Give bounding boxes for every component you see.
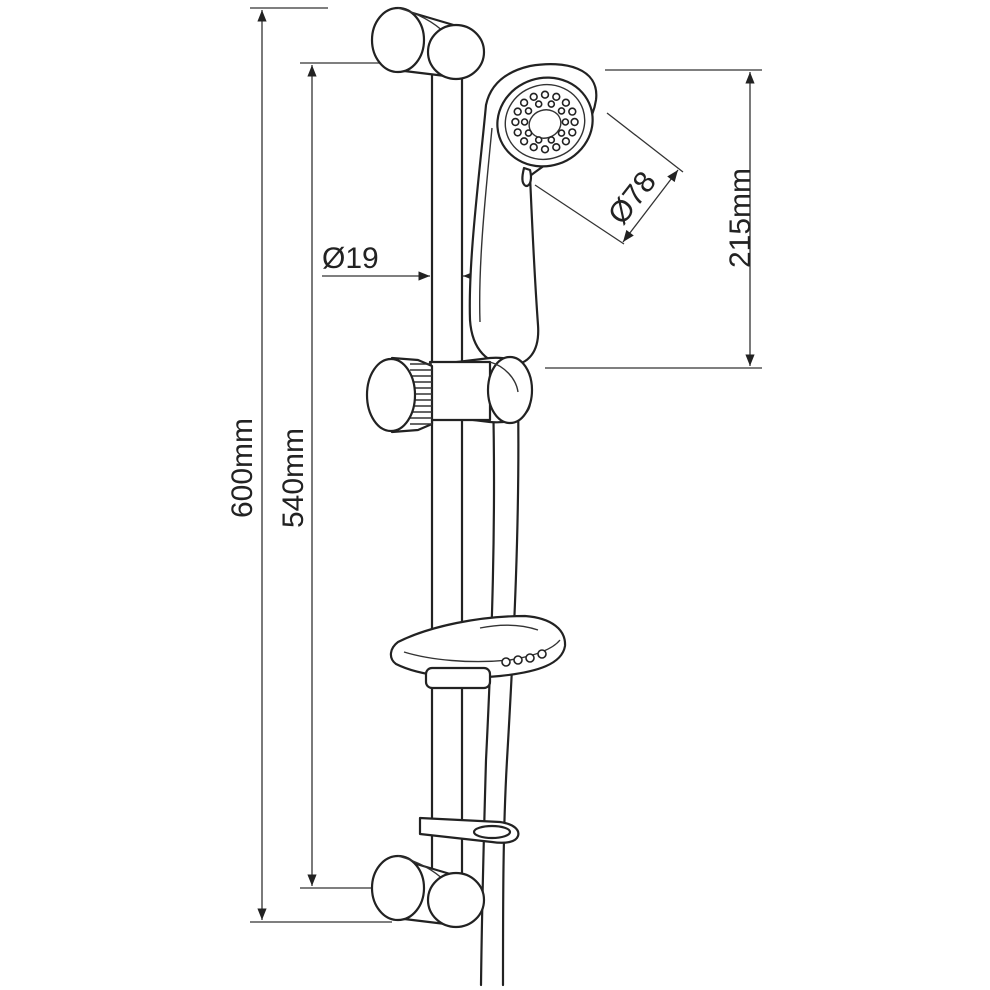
dimension-540mm: 540mm [277, 62, 440, 889]
spray-nozzle [513, 128, 522, 137]
spray-nozzle [534, 100, 543, 108]
spray-nozzle [534, 136, 543, 144]
holder-lock-knob [365, 356, 434, 434]
spray-nozzle [557, 107, 566, 115]
spray-nozzles [511, 90, 579, 154]
hose-guide [418, 816, 520, 844]
dimension-215mm: 215mm [545, 69, 762, 369]
sliding-holder [406, 355, 534, 425]
spray-nozzle [547, 136, 556, 144]
dimension-label-600mm: 600mm [226, 418, 259, 518]
spray-nozzle [568, 107, 577, 116]
dimension-label-diameter-78: Ø78 [602, 166, 663, 231]
slide-rail [430, 60, 464, 896]
spray-nozzle [511, 117, 520, 127]
spray-nozzle [552, 92, 561, 102]
dimension-label-diameter-19: Ø19 [322, 242, 379, 275]
spray-nozzle [513, 107, 522, 116]
spray-nozzle [570, 117, 579, 127]
soap-dish [389, 614, 567, 690]
spray-nozzle [557, 129, 566, 137]
spray-nozzle [529, 92, 538, 102]
spray-nozzle [529, 143, 538, 152]
spray-nozzle [561, 98, 571, 107]
spray-nozzle [520, 118, 529, 126]
spray-nozzle [524, 129, 533, 137]
spray-nozzle [547, 100, 556, 108]
spray-nozzle [519, 98, 529, 107]
dimension-600mm: 600mm [226, 7, 392, 923]
shower-hose [479, 393, 520, 987]
spray-nozzle [540, 145, 550, 154]
dimension-label-215mm: 215mm [724, 168, 757, 268]
spray-nozzle [568, 128, 577, 137]
spray-nozzle [561, 137, 571, 146]
spray-nozzle [561, 118, 570, 126]
spray-nozzle [552, 143, 561, 152]
dimension-label-540mm: 540mm [277, 428, 310, 528]
bottom-wall-bracket [370, 854, 486, 929]
spray-nozzle [519, 137, 529, 146]
shower-handset [468, 63, 598, 367]
spray-nozzle [540, 90, 550, 99]
spray-nozzle [524, 107, 533, 115]
top-wall-bracket [370, 6, 486, 81]
